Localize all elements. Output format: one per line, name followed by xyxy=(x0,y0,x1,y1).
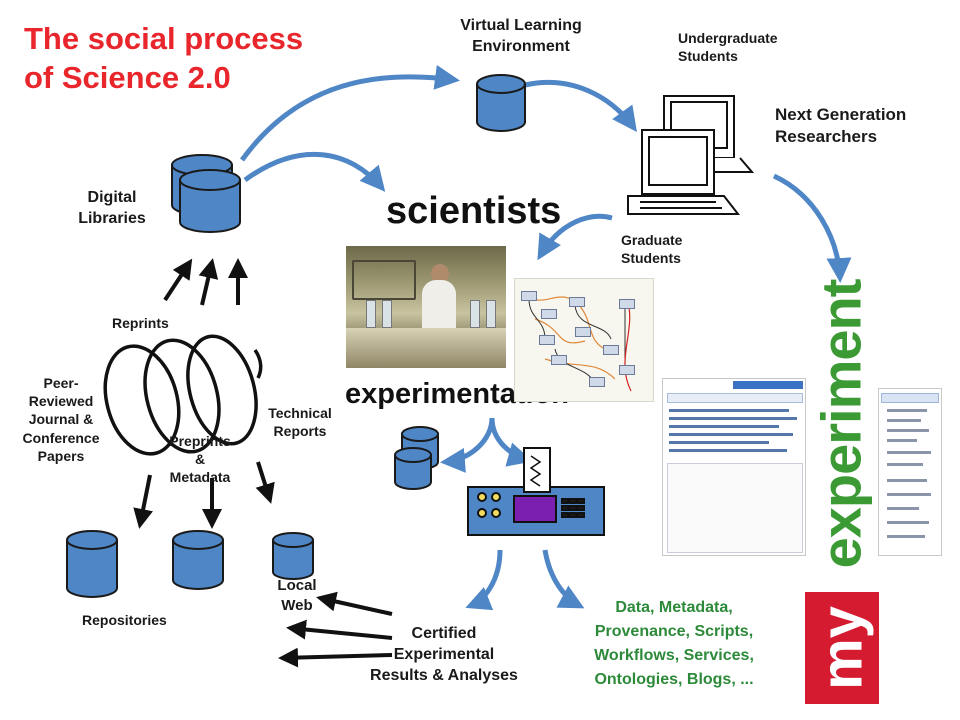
label-digital-libraries: Digital Libraries xyxy=(78,189,146,227)
label-technical-reports: Technical Reports xyxy=(268,405,332,440)
blue-arrows xyxy=(239,64,852,611)
lab-photo xyxy=(346,246,506,368)
arrow-experimentation-to-instrument xyxy=(489,417,533,467)
arrow-grad-to-scientists xyxy=(537,213,613,261)
myexperiment-site-screenshot xyxy=(662,378,806,556)
label-next-generation-researchers: Next Generation Researchers xyxy=(775,105,907,147)
label-graduate-students: Graduate Students xyxy=(621,232,683,267)
myexperiment-logo-wordmark: experiment xyxy=(805,279,877,587)
arrow-instrument-to-certified xyxy=(465,549,503,611)
label-peer-reviewed-papers: Peer- Reviewed Journal & Conference Pape… xyxy=(22,375,100,464)
slide-title: The social process of Science 2.0 xyxy=(24,21,304,95)
workflow-screenshot xyxy=(514,278,654,402)
label-certified-results: Certified Experimental Results & Analyse… xyxy=(370,625,518,684)
computer-icon-group xyxy=(627,95,755,215)
arrow-students-to-nextgen xyxy=(772,173,852,283)
database-repo-2 xyxy=(172,530,224,590)
arrow-papers-to-libraries-1 xyxy=(163,258,193,302)
database-repo-1 xyxy=(66,530,118,598)
arrow-papers-to-libraries-2 xyxy=(198,258,219,306)
arrow-certified-to-repo-a xyxy=(286,619,393,640)
label-local-web: Local Web xyxy=(277,577,317,614)
arrow-experimentation-to-db xyxy=(440,417,495,473)
label-repositories: Repositories xyxy=(82,612,167,628)
myexperiment-logo-my: my xyxy=(805,592,879,704)
label-outputs: Data, Metadata, Provenance, Scripts, Wor… xyxy=(594,599,754,688)
label-reprints: Reprints xyxy=(112,315,169,331)
label-preprints-metadata: Preprints & Metadata xyxy=(169,433,231,486)
label-vle: Virtual Learning Environment xyxy=(460,17,582,55)
arrow-certified-to-repo-b xyxy=(278,647,393,668)
publication-spiral xyxy=(103,334,263,456)
arrow-vle-to-students xyxy=(524,79,637,133)
arrow-spiral-to-repo-1 xyxy=(133,474,153,529)
instrument-icon xyxy=(467,447,605,536)
label-undergraduate-students: Undergraduate Students xyxy=(678,30,778,65)
arrow-spiral-to-repo-3 xyxy=(255,461,275,504)
arrow-libraries-to-vle xyxy=(239,64,460,162)
database-digital-libraries xyxy=(171,154,241,233)
logo-experiment-text: experiment xyxy=(809,279,873,569)
myexperiment-site-sidebar xyxy=(878,388,942,556)
arrow-instrument-to-outputs xyxy=(542,549,585,609)
database-local-web xyxy=(272,532,314,580)
database-experiment xyxy=(394,426,439,490)
arrow-certified-to-localweb xyxy=(316,591,393,616)
database-vle xyxy=(476,74,526,132)
label-scientists: scientists xyxy=(386,190,562,232)
arrow-libraries-to-scientists xyxy=(243,151,386,192)
logo-my-text: my xyxy=(809,606,875,690)
black-arrows xyxy=(133,258,393,668)
